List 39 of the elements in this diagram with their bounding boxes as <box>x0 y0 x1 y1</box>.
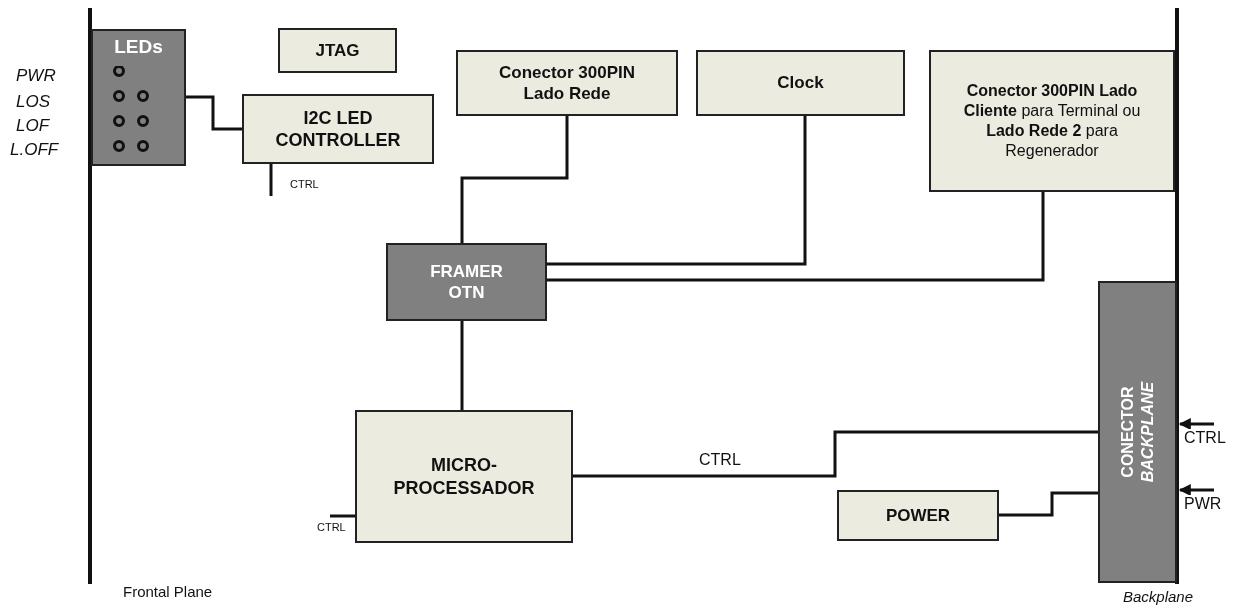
connector-line <box>573 430 1098 478</box>
plane-label: Frontal Plane <box>123 583 213 600</box>
edge-label: CTRL <box>289 178 320 190</box>
box-label: Conector 300PIN Lado Cliente para Terminal ou Lado Rede 2 para Regenerador <box>962 81 1142 161</box>
connector-line <box>186 95 242 131</box>
indicator-label: LOF <box>16 116 50 136</box>
led-panel <box>91 29 186 166</box>
indicator-label: L.OFF <box>10 140 59 160</box>
process-box <box>242 94 434 164</box>
connector-line <box>547 192 1045 282</box>
connector-line <box>547 116 807 266</box>
process-box <box>355 410 573 543</box>
connector-line <box>269 164 273 196</box>
indicator-label: PWR <box>16 66 56 86</box>
box-label: MICRO- PROCESSADOR <box>392 454 536 499</box>
panel-title: LEDs <box>114 35 163 59</box>
box-label: I2C LED CONTROLLER <box>274 106 402 152</box>
plane-label: Backplane <box>1123 588 1194 605</box>
box-label: FRAMER OTN <box>429 260 504 304</box>
box-label: Clock <box>777 72 824 94</box>
box-label: POWER <box>885 504 951 527</box>
box-label: JTAG <box>315 39 360 62</box>
connector-line <box>999 491 1098 517</box>
box-label: Conector 300PIN Lado Rede <box>497 61 636 105</box>
connector-line <box>460 116 569 243</box>
connector-line <box>460 321 464 410</box>
indicator-label: LOS <box>16 92 51 112</box>
process-box <box>386 243 547 321</box>
process-box <box>696 50 905 116</box>
box-label: CONECTOR BACKPLANE <box>1117 380 1157 485</box>
connector-box <box>1098 281 1177 583</box>
process-box <box>837 490 999 541</box>
arrow <box>1178 418 1214 430</box>
arrow <box>1178 484 1214 496</box>
process-box <box>456 50 678 116</box>
edge-label: CTRL <box>316 521 347 533</box>
process-box <box>929 50 1175 192</box>
connector-line <box>330 514 355 518</box>
process-box <box>278 28 397 73</box>
